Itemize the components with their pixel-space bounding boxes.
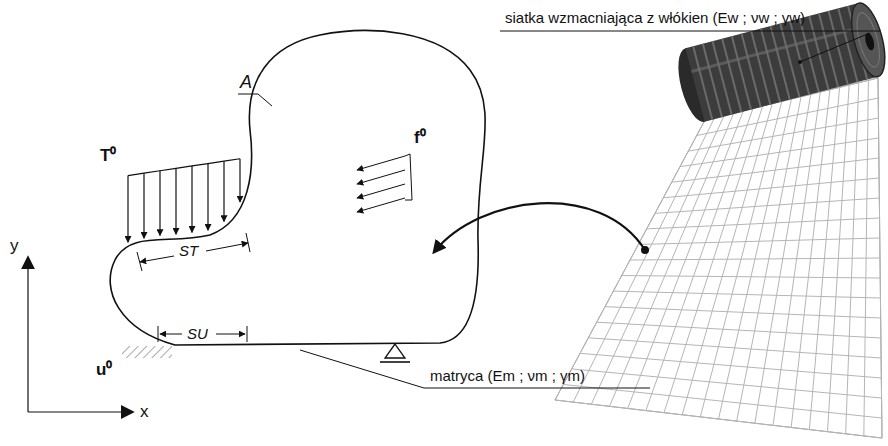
insertion-arrow xyxy=(434,203,649,254)
load-symbol: T⁰ xyxy=(100,146,116,166)
dimension-line xyxy=(137,233,250,271)
label-underline xyxy=(500,31,880,32)
mesh-label: siatka wzmacniająca z włókien (Ew ; νw ;… xyxy=(505,9,805,26)
region-outline xyxy=(110,31,485,345)
region-label: A xyxy=(240,72,252,93)
body-force xyxy=(357,154,412,212)
leader-line xyxy=(800,33,870,62)
fiber-mesh xyxy=(555,78,882,438)
label-underline xyxy=(238,94,258,95)
leader-dot xyxy=(798,60,802,64)
axis-label: y xyxy=(10,236,19,256)
pin-support xyxy=(380,344,410,362)
coordinate-axes xyxy=(28,258,132,412)
boundary-label: SU xyxy=(187,325,208,342)
fixed-support xyxy=(122,346,172,358)
dimension-line xyxy=(158,326,247,342)
leader-line xyxy=(300,350,424,388)
load-symbol: f⁰ xyxy=(414,128,426,148)
label-underline xyxy=(424,388,650,389)
leader-line xyxy=(258,94,272,106)
axis-label: x xyxy=(140,402,149,422)
displacement-symbol: u⁰ xyxy=(96,360,112,380)
boundary-label: ST xyxy=(179,242,198,259)
matrix-label: matryca (Em ; νm ; γm) xyxy=(430,367,585,384)
traction-load xyxy=(128,159,240,243)
